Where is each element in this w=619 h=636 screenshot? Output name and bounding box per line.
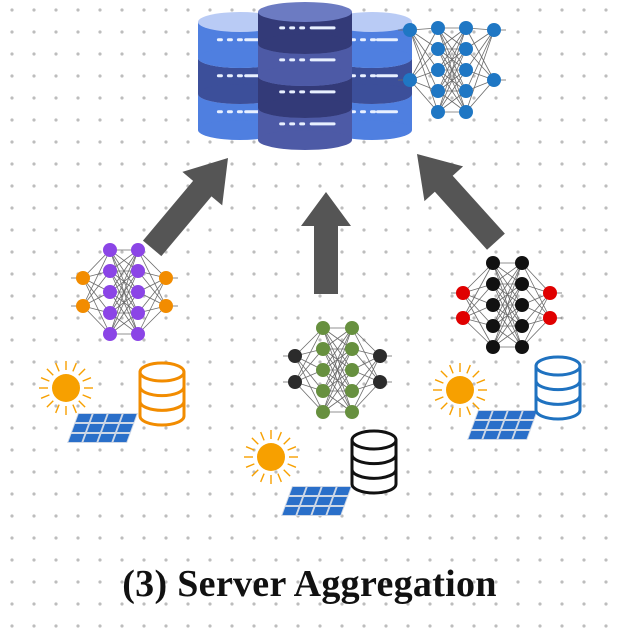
sun-icon [433,363,487,417]
client-center [244,321,398,516]
client-right [433,256,582,440]
server-stack-icon [198,2,412,150]
sun-icon [39,361,93,415]
client-left-network-icon [71,243,178,341]
database-icon [534,355,582,421]
database-icon [138,361,186,427]
diagram-caption: (3) Server Aggregation [122,563,497,605]
solar-panel-icon [281,486,352,516]
solar-panel-icon [467,410,538,440]
arrow-left-to-server-icon [142,158,228,257]
client-left [39,243,186,443]
sun-icon [244,430,298,484]
database-icon [350,429,398,495]
global-model-network-icon [398,21,506,119]
solar-panel-icon [67,413,138,443]
arrow-right-to-server-icon [417,154,505,250]
client-center-network-icon [283,321,392,419]
arrow-center-to-server-icon [301,192,351,294]
client-right-network-icon [451,256,562,354]
